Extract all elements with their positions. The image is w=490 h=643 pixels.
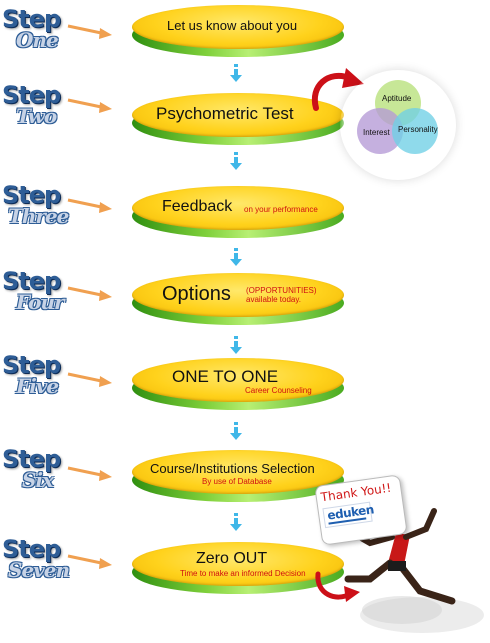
step-number: Three [8,204,69,228]
arrow-right-icon [67,98,112,113]
arrow-right-icon [67,554,112,569]
step-disc-two: Psychometric Test [132,93,344,145]
step-number: Two [16,104,57,128]
step-title: Options [162,283,231,305]
step-disc-six: Course/Institutions Selection By use of … [132,450,344,502]
arrow-right-icon [67,372,112,387]
thank-you-bubble: Thank You!! eduken [314,474,408,546]
venn-label-interest: Interest [363,128,390,137]
step-title: Zero OUT [196,550,268,567]
step-subtitle: Time to make an informed Decision [180,569,306,578]
connector-icon [230,248,242,266]
step-disc-seven: Zero OUT Time to make an informed Decisi… [132,542,344,594]
step-disc-four: Options (OPPORTUNITIES) available today. [132,273,344,325]
step-disc-three: Feedback on your performance [132,186,344,238]
venn-label-aptitude: Aptitude [382,94,412,103]
step-word: Step [2,5,61,33]
step-label-five: Step Five [2,351,72,398]
connector-icon [230,336,242,354]
eduken-logo: eduken [322,501,375,529]
step-subtitle: (OPPORTUNITIES) [246,286,317,295]
step-title: ONE TO ONE [172,367,279,386]
thank-you-text: Thank You!! [319,480,393,505]
step-number: Four [16,290,65,314]
step-title: Let us know about you [167,18,298,33]
curved-arrow-icon [315,571,360,602]
step-title: Course/Institutions Selection [150,461,315,476]
step-word: Step [2,445,61,473]
step-number: One [16,28,59,52]
step-label-one: Step One [2,5,72,52]
step-word: Step [2,535,61,563]
arrow-right-icon [67,198,112,213]
step-subtitle: By use of Database [202,477,272,486]
arrow-right-icon [67,466,112,481]
arrow-right-icon [67,286,112,301]
step-number: Six [22,468,54,492]
step-subtitle: Career Counseling [245,386,312,395]
venn-label-personality: Personality [398,125,438,134]
step-disc-five: ONE TO ONE Career Counseling [132,358,344,410]
step-label-two: Step Two [2,81,72,128]
step-word: Step [2,351,61,379]
step-title: Psychometric Test [156,104,294,123]
step-word: Step [2,267,61,295]
step-subtitle-2: available today. [246,295,301,304]
step-disc-one: Let us know about you [132,5,344,57]
step-label-six: Step Six [2,445,72,492]
venn-circle-personality [392,108,438,154]
step-label-seven: Step Seven [2,535,72,582]
step-subtitle: on your performance [244,205,318,214]
step-label-four: Step Four [2,267,72,314]
connector-icon [230,152,242,170]
step-word: Step [2,181,61,209]
step-number: Five [16,374,59,398]
arrow-right-icon [67,24,112,39]
step-number: Seven [8,558,70,582]
step-label-three: Step Three [2,181,72,228]
connector-icon [230,64,242,82]
connector-icon [230,513,242,531]
connector-icon [230,422,242,440]
step-title: Feedback [162,198,233,215]
step-word: Step [2,81,61,109]
venn-diagram: Aptitude Interest Personality [340,70,456,180]
